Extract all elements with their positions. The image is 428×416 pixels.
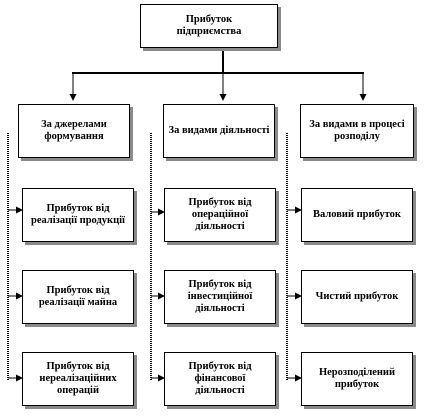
category-node-activities: За видами діяльності — [163, 104, 275, 158]
item-label: Чистий прибуток — [315, 291, 399, 302]
item-node: Прибуток від операційної діяльності — [164, 188, 276, 242]
category-label: За джерелами формування — [41, 119, 107, 142]
item-node: Валовий прибуток — [301, 188, 413, 242]
root-label-line2: підприємства — [176, 26, 242, 37]
item-label: Прибуток від реалізації продукції — [31, 203, 125, 226]
category-label: За видами в процесі розподілу — [309, 119, 405, 142]
root-label-line1: Прибуток — [185, 14, 233, 25]
item-node: Чистий прибуток — [301, 270, 413, 324]
item-label: Прибуток від операційної діяльності — [188, 197, 252, 232]
item-node: Нерозподілений прибуток — [301, 352, 413, 406]
root-node: Прибуток підприємства — [140, 4, 278, 48]
item-node: Прибуток від реалізації продукції — [22, 188, 134, 242]
item-node: Прибуток від нереалізаційних операцій — [22, 352, 134, 406]
item-node: Прибуток від інвестиційної діяльності — [164, 270, 276, 324]
item-label: Нерозподілений прибуток — [318, 367, 396, 390]
category-node-distribution: За видами в процесі розподілу — [300, 104, 414, 158]
item-node: Прибуток від фінансової діяльності — [164, 352, 276, 406]
item-label: Валовий прибуток — [313, 209, 401, 220]
category-label: За видами діяльності — [168, 125, 270, 136]
item-node: Прибуток від реалізації майна — [22, 270, 134, 324]
item-label: Прибуток від нереалізаційних операцій — [39, 361, 117, 396]
item-label: Прибуток від реалізації майна — [38, 285, 118, 308]
item-label: Прибуток від інвестиційної діяльності — [187, 279, 253, 314]
item-label: Прибуток від фінансової діяльності — [188, 361, 252, 396]
category-node-sources: За джерелами формування — [18, 104, 130, 158]
